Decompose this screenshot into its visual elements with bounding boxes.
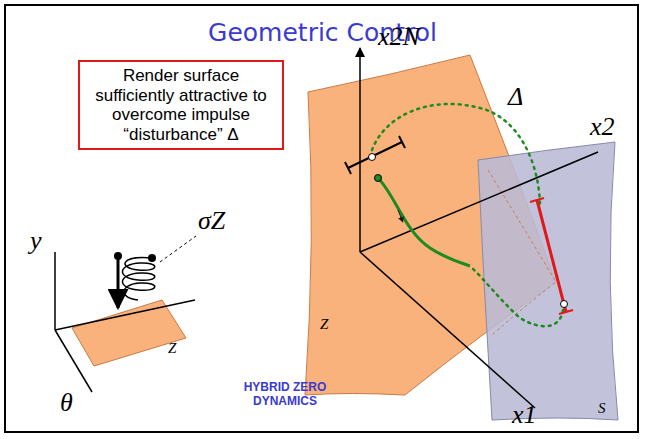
- callout-box: Render surface sufficiently attractive t…: [78, 60, 284, 150]
- impact-arrow: [117, 258, 120, 308]
- spiral-trajectory: [122, 258, 154, 300]
- bracket: [345, 162, 351, 174]
- disturbance-label: Δ: [508, 82, 523, 112]
- state-dot: [561, 301, 568, 308]
- orbit-label: σZ: [198, 206, 225, 236]
- axis-label: x2N: [378, 22, 420, 52]
- bracket: [348, 142, 402, 168]
- bracket: [530, 198, 544, 202]
- x1-axis: [360, 252, 535, 408]
- surface-label: Z: [320, 316, 328, 333]
- intersection-segment: [537, 200, 566, 312]
- theta-axis: [55, 330, 92, 392]
- callout-text: Render surface sufficiently attractive t…: [86, 66, 276, 144]
- state-dot: [114, 252, 122, 260]
- flow-arrow: [398, 210, 402, 220]
- y-axis: [54, 252, 56, 330]
- zero-dynamics-trajectory: [378, 178, 470, 266]
- switching-surface: [478, 142, 618, 420]
- impact-map-path: [372, 104, 540, 208]
- axis-label: y: [30, 226, 42, 256]
- surface-label: S: [598, 400, 606, 417]
- slide-title: Geometric Control: [0, 18, 645, 47]
- axis: [55, 300, 195, 330]
- bracket: [559, 310, 573, 314]
- note-text: HYBRID ZERO DYNAMICS: [230, 380, 340, 409]
- impact-map-path: [470, 266, 563, 326]
- state-dot: [375, 175, 382, 182]
- axis-label: x1: [512, 400, 537, 430]
- axis-label: θ: [60, 388, 73, 418]
- bracket: [399, 136, 405, 148]
- hidden-edge: [488, 170, 556, 335]
- zero-surface: [72, 300, 186, 366]
- leader-line: [160, 236, 196, 262]
- surface-label: Z: [168, 340, 176, 357]
- state-dot: [148, 254, 156, 262]
- axis-label: x2: [590, 112, 615, 142]
- x2n-axis: [359, 48, 361, 252]
- state-dot: [369, 154, 376, 161]
